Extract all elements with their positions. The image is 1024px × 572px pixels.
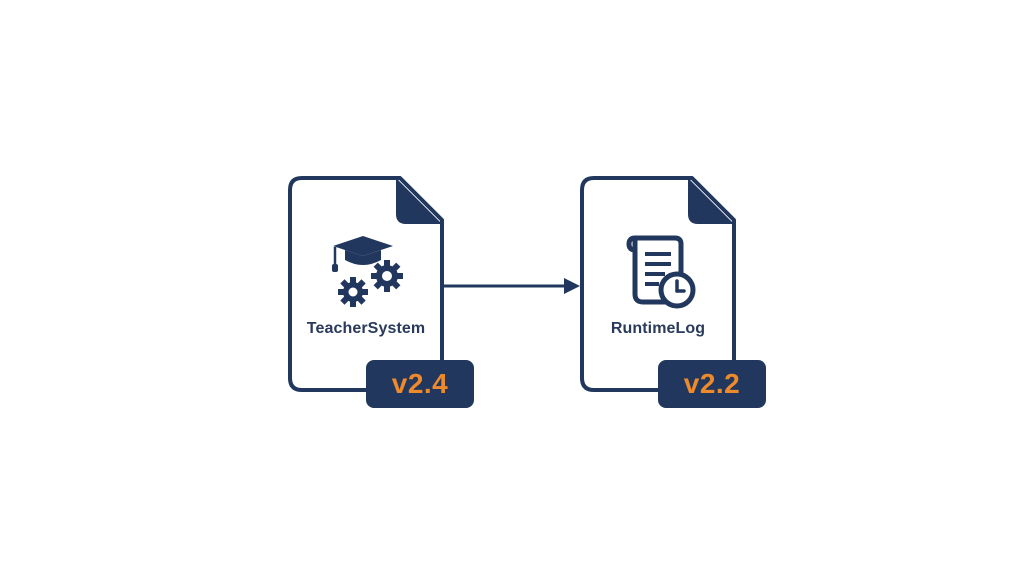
target-document-label: RuntimeLog bbox=[610, 320, 706, 337]
graduation-cap-gears-icon bbox=[288, 232, 444, 307]
arrow-right-icon bbox=[440, 278, 580, 294]
log-scroll-clock-icon bbox=[580, 232, 736, 309]
source-document-label: TeacherSystem bbox=[306, 320, 426, 337]
source-document: TeacherSystem bbox=[288, 176, 444, 392]
source-version-badge: v2.4 bbox=[366, 360, 474, 408]
target-document: RuntimeLog bbox=[580, 176, 736, 392]
target-version-badge: v2.2 bbox=[658, 360, 766, 408]
